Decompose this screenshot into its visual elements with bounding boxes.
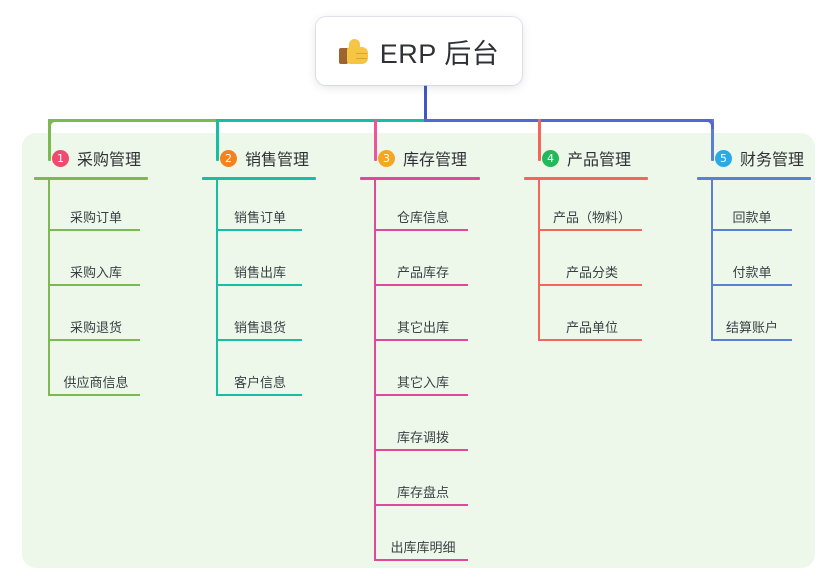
drop-connector-col-2: [216, 119, 219, 161]
leaf-node[interactable]: 采购订单: [69, 210, 122, 225]
leaf-node[interactable]: 产品（物料）: [552, 210, 631, 225]
column-index-badge: 3: [378, 149, 395, 167]
leaf-node[interactable]: 库存盘点: [396, 485, 449, 500]
leaf-node[interactable]: 销售订单: [233, 210, 286, 225]
bus-segment-2: [216, 119, 424, 122]
leaf-node[interactable]: 仓库信息: [396, 210, 449, 225]
leaf-node-rule: [711, 339, 792, 341]
leaf-node[interactable]: 结算账户: [725, 320, 778, 335]
column-header-2[interactable]: 2 销售管理: [202, 146, 316, 170]
column-3: 3 库存管理: [360, 146, 480, 180]
column-header-rule: [360, 177, 480, 180]
column-index-badge: 2: [220, 149, 237, 167]
leaf-node-rule: [48, 339, 140, 341]
column-header-1[interactable]: 1 采购管理: [34, 146, 148, 170]
column-title-label: 库存管理: [403, 152, 468, 169]
thumbs-up-icon: [338, 38, 369, 65]
drop-connector-col-4: [538, 119, 541, 161]
leaf-node-rule: [48, 229, 140, 231]
column-spine-3: [374, 180, 376, 559]
leaf-node-rule: [711, 284, 792, 286]
column-header-5[interactable]: 5 财务管理: [697, 146, 811, 170]
leaf-node-rule: [216, 229, 302, 231]
column-index-badge: 1: [52, 149, 69, 167]
leaf-node[interactable]: 出库库明细: [390, 540, 456, 555]
leaf-node-rule: [216, 394, 302, 396]
leaf-node[interactable]: 产品分类: [565, 265, 618, 280]
leaf-node-rule: [48, 394, 140, 396]
root-stem-connector: [424, 85, 427, 122]
root-node-label: ERP 后台: [379, 38, 500, 69]
leaf-node-rule: [374, 449, 468, 451]
leaf-node-rule: [711, 229, 792, 231]
leaf-node-rule: [374, 559, 468, 561]
column-spine-2: [216, 180, 218, 394]
column-header-rule: [202, 177, 316, 180]
leaf-node[interactable]: 付款单: [732, 265, 772, 280]
leaf-node-rule: [374, 504, 468, 506]
leaf-node[interactable]: 采购入库: [69, 265, 122, 280]
bus-segment-1: [48, 119, 216, 122]
column-header-rule: [524, 177, 648, 180]
column-header-rule: [34, 177, 148, 180]
leaf-node[interactable]: 供应商信息: [63, 375, 129, 390]
leaf-node[interactable]: 采购退货: [69, 320, 122, 335]
column-4: 4 产品管理: [524, 146, 648, 180]
leaf-node-rule: [374, 284, 468, 286]
bus-segment-3: [424, 119, 714, 122]
leaf-node-rule: [216, 339, 302, 341]
column-index-badge: 4: [542, 149, 559, 167]
leaf-node-rule: [538, 284, 642, 286]
leaf-node-rule: [48, 284, 140, 286]
column-header-4[interactable]: 4 产品管理: [524, 146, 648, 170]
leaf-node[interactable]: 其它入库: [396, 375, 449, 390]
column-5: 5 财务管理: [697, 146, 811, 180]
leaf-node-rule: [374, 339, 468, 341]
leaf-node[interactable]: 库存调拨: [396, 430, 449, 445]
column-spine-5: [711, 180, 713, 339]
column-title-label: 财务管理: [740, 152, 805, 169]
leaf-node-rule: [374, 229, 468, 231]
bus-left-elbow: [48, 119, 58, 129]
column-2: 2 销售管理: [202, 146, 316, 180]
leaf-node-rule: [374, 394, 468, 396]
bus-right-elbow: [704, 119, 714, 129]
leaf-node[interactable]: 产品库存: [396, 265, 449, 280]
drop-connector-col-3: [374, 119, 377, 161]
leaf-node-rule: [538, 229, 642, 231]
leaf-node-rule: [538, 339, 642, 341]
column-title-label: 产品管理: [567, 152, 632, 169]
leaf-node-rule: [216, 284, 302, 286]
column-1: 1 采购管理: [34, 146, 148, 180]
leaf-node[interactable]: 销售退货: [233, 320, 286, 335]
column-index-badge: 5: [715, 149, 732, 167]
leaf-node[interactable]: 其它出库: [396, 320, 449, 335]
leaf-node[interactable]: 回款单: [732, 210, 772, 225]
root-node-erp-backend[interactable]: ERP 后台: [316, 17, 522, 85]
column-title-label: 采购管理: [77, 152, 142, 169]
column-title-label: 销售管理: [245, 152, 310, 169]
leaf-node[interactable]: 客户信息: [233, 375, 286, 390]
column-spine-1: [48, 180, 50, 394]
column-spine-4: [538, 180, 540, 339]
column-header-rule: [697, 177, 811, 180]
drop-connector-col-5: [711, 119, 714, 161]
leaf-node[interactable]: 销售出库: [233, 265, 286, 280]
diagram-background-panel: [22, 133, 815, 568]
drop-connector-col-1: [48, 119, 51, 161]
column-header-3[interactable]: 3 库存管理: [360, 146, 480, 170]
leaf-node[interactable]: 产品单位: [565, 320, 618, 335]
